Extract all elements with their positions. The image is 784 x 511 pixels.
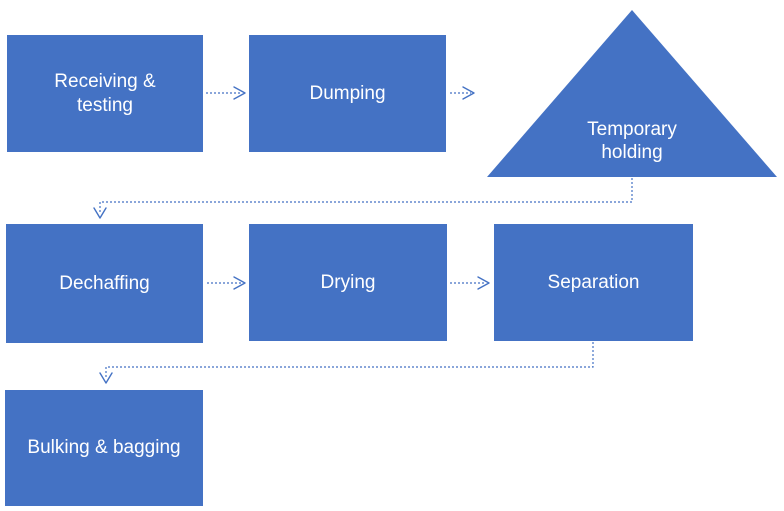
node-label: Dechaffing: [59, 272, 150, 294]
edge-separation-to-bulking-bagging: [99, 342, 594, 384]
node-bulking-bagging: Bulking & bagging: [5, 390, 203, 506]
arrowhead-down-icon: [93, 207, 107, 219]
node-label: Dumping: [309, 82, 386, 104]
node-label: Bulking & bagging: [27, 437, 181, 459]
node-receiving-testing: Receiving & testing: [7, 35, 203, 152]
edge-drying-to-separation: [450, 276, 490, 290]
arrowhead-right-icon: [462, 86, 475, 100]
arrowhead-right-icon: [233, 276, 246, 290]
arrowhead-right-icon: [233, 86, 246, 100]
node-drying: Drying: [249, 224, 447, 341]
node-label: Separation: [547, 271, 640, 293]
node-dechaffing: Dechaffing: [6, 224, 203, 343]
node-label: Drying: [320, 271, 376, 293]
node-separation: Separation: [494, 224, 693, 341]
node-temporary-holding: Temporary holding: [487, 10, 777, 177]
edge-dechaffing-to-drying: [207, 276, 246, 290]
arrowhead-down-icon: [99, 372, 113, 384]
edge-temporary-holding-to-dechaffing: [93, 178, 633, 219]
arrowhead-right-icon: [477, 276, 490, 290]
triangle-shape-icon: [487, 10, 777, 177]
node-dumping: Dumping: [249, 35, 446, 152]
node-label: Receiving & testing: [54, 70, 156, 116]
edge-dumping-to-temporary-holding: [450, 86, 475, 100]
node-label: Temporary holding: [587, 118, 677, 164]
edge-receiving-to-dumping: [206, 86, 246, 100]
